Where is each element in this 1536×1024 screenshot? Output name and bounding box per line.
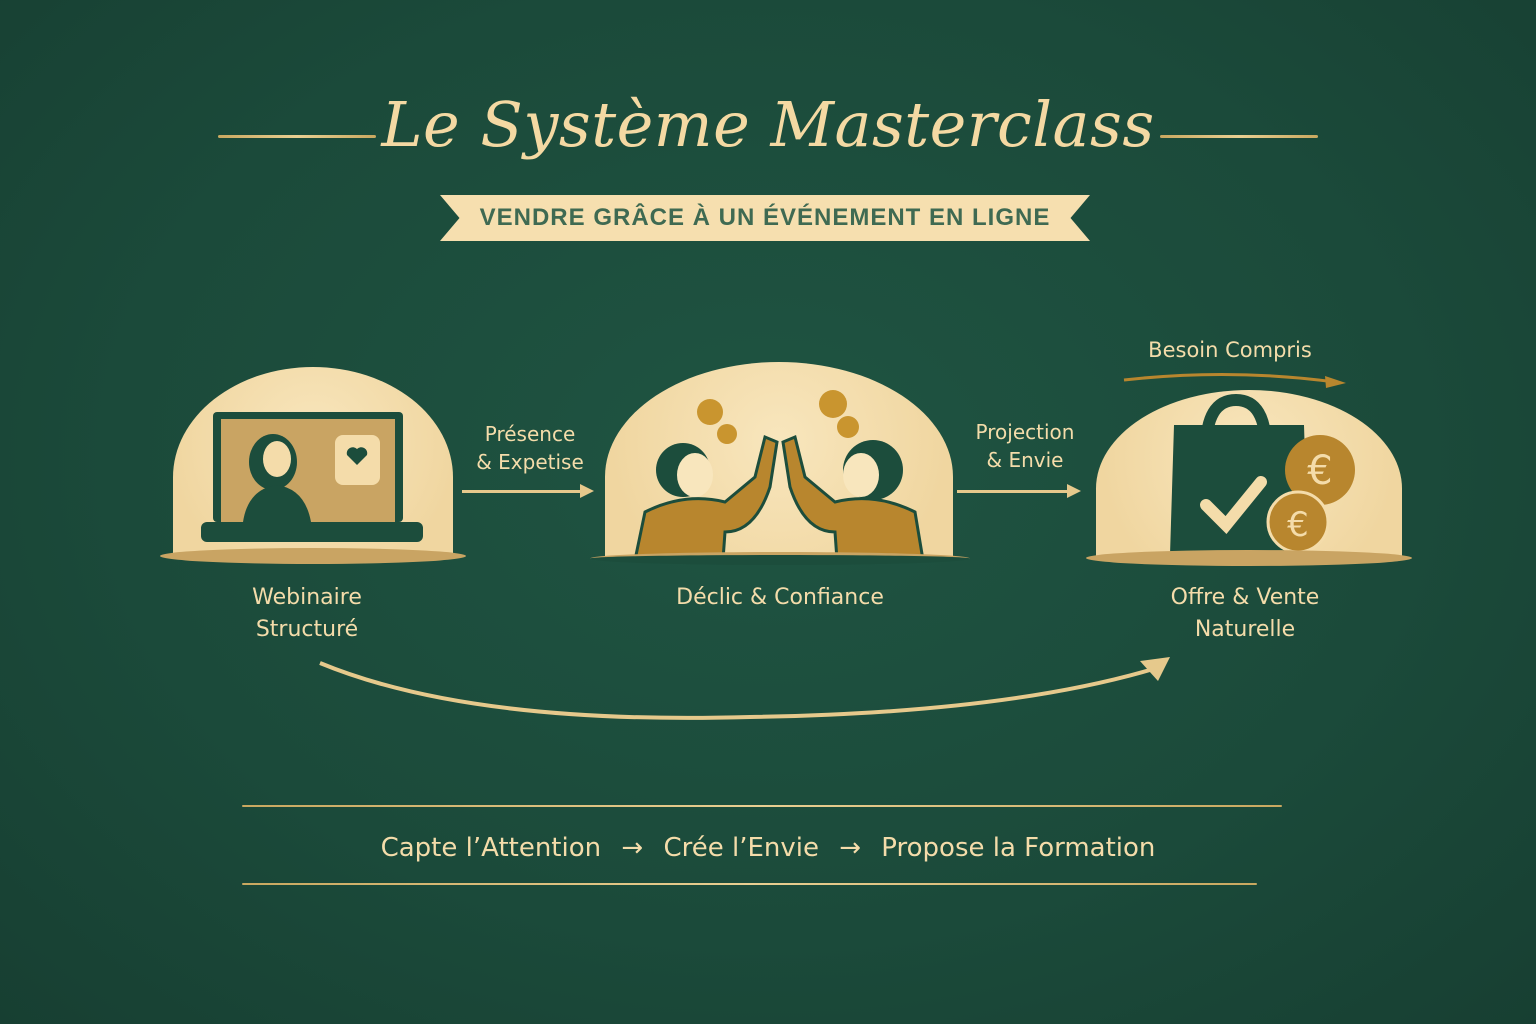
step2-label: Déclic & Confiance <box>600 582 960 614</box>
connector2-label: Projection & Envie <box>950 418 1100 474</box>
step1-label-line1: Webinaire <box>252 585 362 610</box>
step-sale-illustration: € € <box>1096 390 1402 560</box>
connector2-line1: Projection <box>975 420 1075 444</box>
step3-label-line2: Naturelle <box>1194 617 1296 642</box>
footer-step3: Propose la Formation <box>881 833 1156 863</box>
footer-step1: Capte l’Attention <box>380 833 602 863</box>
step-webinar-illustration <box>173 367 453 557</box>
step2-label-line1: Déclic & Confiance <box>676 585 884 610</box>
page-title: Le Système Masterclass <box>381 88 1155 161</box>
subtitle-banner: VENDRE GRÂCE À UN ÉVÉNEMENT EN LIGNE <box>440 195 1090 241</box>
connector2-line2: & Envie <box>986 448 1064 472</box>
footer-arrow-icon: → <box>621 833 644 863</box>
euro-icon: € <box>1307 448 1332 494</box>
footer-rule-bottom <box>242 883 1257 885</box>
step2-ground <box>590 552 970 565</box>
connector1-line1: Présence <box>484 422 576 446</box>
connector1-arrow <box>462 484 594 498</box>
connector1-line2: & Expetise <box>476 450 584 474</box>
people-high-five-icon <box>633 390 925 560</box>
laptop-webinar-icon <box>201 412 423 542</box>
footer-summary: Capte l’Attention → Crée l’Envie → Propo… <box>0 833 1536 863</box>
step3-ground <box>1086 550 1412 566</box>
connector3-label: Besoin Compris <box>1148 338 1312 362</box>
step3-label: Offre & Vente Naturelle <box>1130 582 1360 646</box>
connector2-arrow <box>957 484 1081 498</box>
connector3-curved-arrow <box>1123 372 1346 388</box>
subtitle-text: VENDRE GRÂCE À UN ÉVÉNEMENT EN LIGNE <box>479 204 1051 231</box>
title-rule-left <box>218 135 376 138</box>
euro-icon: € <box>1287 505 1309 545</box>
step1-label: Webinaire Structuré <box>200 582 414 646</box>
footer-arrow-icon: → <box>839 833 862 863</box>
long-curved-arrow <box>319 657 1170 720</box>
connector1-label: Présence & Expetise <box>455 420 605 476</box>
step-trust-illustration <box>605 362 953 560</box>
footer-rule-top <box>242 805 1282 807</box>
title-rule-right <box>1160 135 1318 138</box>
step3-label-line1: Offre & Vente <box>1170 585 1320 610</box>
step1-ground <box>160 548 466 564</box>
shopping-bag-euro-icon: € € <box>1170 393 1355 555</box>
step1-label-line2: Structuré <box>255 617 359 642</box>
footer-step2: Crée l’Envie <box>663 833 819 863</box>
